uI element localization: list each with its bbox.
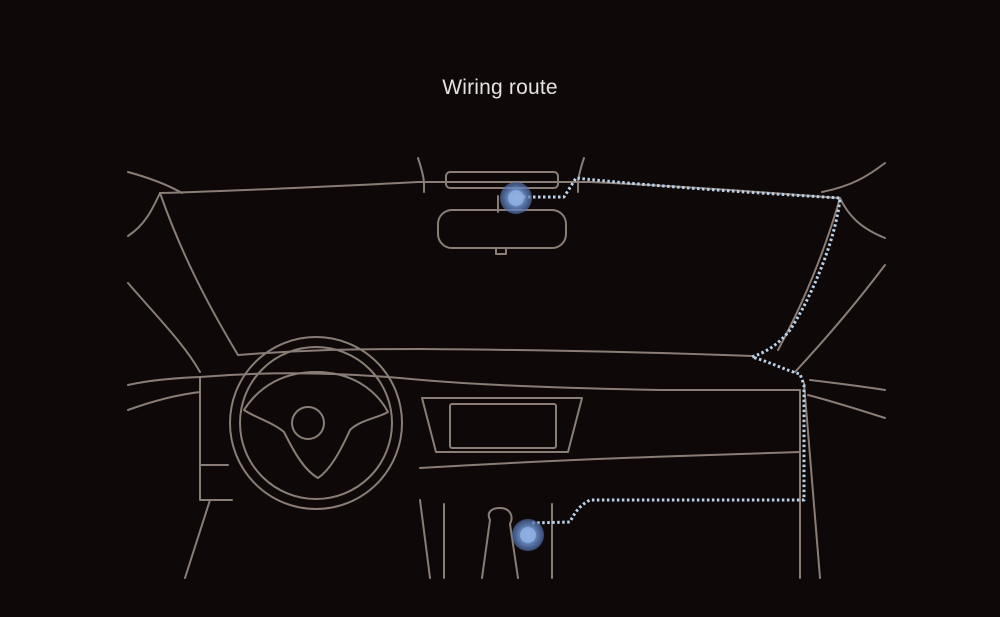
mirror-housing	[445, 171, 559, 189]
center-console-bezel	[421, 397, 583, 453]
mirror-bottom-nub	[495, 247, 507, 255]
car-outline	[127, 157, 886, 579]
steering-wheel-outer	[229, 336, 403, 510]
dashboard-lower-line	[419, 451, 801, 469]
a-pillar-right-edge	[794, 264, 886, 373]
a-pillar-right-outer	[839, 197, 886, 239]
dashboard-right-inner	[803, 382, 821, 579]
steering-wheel-spokes	[243, 371, 389, 479]
wiring-path	[518, 176, 842, 525]
dashboard-left-side	[199, 376, 233, 501]
windshield-top-edge	[159, 181, 839, 199]
infotainment-screen	[449, 403, 557, 449]
roof-line-left	[127, 171, 183, 194]
dashboard-upper-curve	[199, 372, 801, 391]
a-pillar-left-outer	[127, 192, 161, 237]
rear-view-mirror	[437, 209, 567, 249]
steering-column-right	[419, 499, 431, 579]
a-pillar-left-edge	[127, 282, 201, 373]
mirror-mount-left	[417, 157, 425, 193]
diagram-title: Wiring route	[442, 76, 558, 99]
a-pillar-right-base	[809, 379, 886, 391]
dashboard-top-edge	[237, 348, 753, 357]
a-pillar-left-inner	[159, 192, 239, 356]
steering-column-left	[184, 499, 211, 579]
roof-line-right	[821, 162, 886, 193]
a-pillar-right-inner	[777, 197, 841, 351]
power-socket-point-icon	[512, 519, 544, 551]
camera-mount-point-icon	[500, 182, 532, 214]
a-pillar-left-base	[127, 376, 201, 386]
gear-lever	[481, 507, 519, 579]
left-door-line	[127, 391, 201, 411]
right-door-line	[807, 394, 886, 419]
steering-wheel-inner	[239, 346, 393, 500]
steering-wheel-hub	[291, 406, 325, 440]
mirror-mount-right	[577, 157, 585, 193]
